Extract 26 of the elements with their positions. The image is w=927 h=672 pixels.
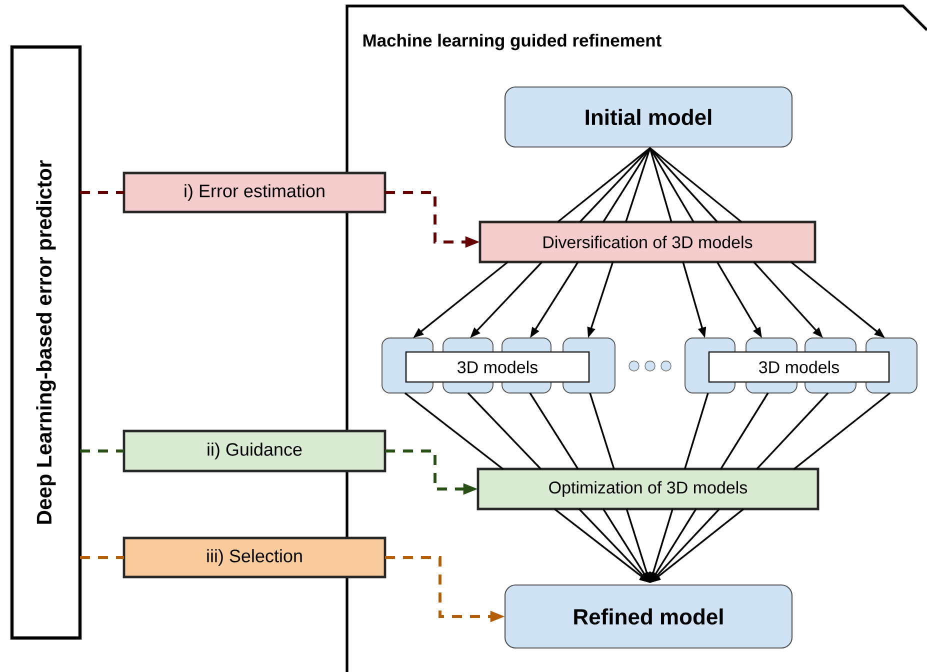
connector-line (649, 148, 672, 222)
connector-line (684, 392, 709, 470)
model-box: Refined model (504, 584, 793, 649)
label-box: 3D models (405, 351, 590, 383)
connector-line (756, 392, 829, 470)
connector-line (649, 147, 742, 223)
connector-line (602, 148, 651, 222)
predictor-box: Deep Learning-based error predictor (10, 45, 82, 640)
step-box: ii) Guidance (122, 430, 386, 472)
connector-line (589, 392, 615, 470)
process-box: Diversification of 3D models (478, 220, 816, 264)
connector-line (793, 392, 891, 470)
connector-line (579, 147, 651, 223)
model-box: Initial model (504, 86, 793, 148)
connector-line (649, 148, 694, 222)
connector-line (404, 392, 504, 470)
connector-line (649, 147, 718, 223)
step-box: iii) Selection (122, 536, 386, 578)
connector-line (529, 392, 579, 470)
connector-line (625, 148, 651, 222)
connector-line (557, 147, 651, 223)
step-box: i) Error estimation (122, 172, 386, 214)
label-box: 3D models (708, 351, 890, 383)
process-box: Optimization of 3D models (476, 468, 820, 510)
connector-line (720, 392, 769, 470)
connector-line (467, 392, 542, 470)
